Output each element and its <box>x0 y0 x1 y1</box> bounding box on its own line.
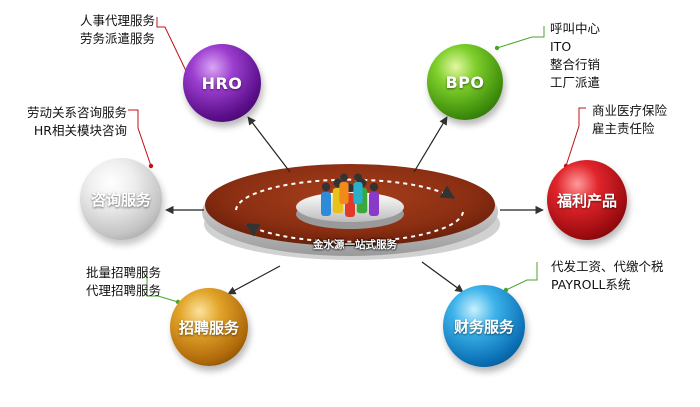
recruit-notes: 批量招聘服务 代理招聘服务 <box>86 264 161 300</box>
leader-hro <box>156 17 188 74</box>
recruit-note-item: 代理招聘服务 <box>85 283 161 298</box>
orbit-path-lower <box>244 211 464 243</box>
leader-bpo-dot <box>494 45 500 51</box>
leader-consult <box>128 109 152 167</box>
welfare-note-item: 商业医疗保险 <box>592 103 668 118</box>
consult-note-item: 劳动关系咨询服务 <box>26 105 127 120</box>
arrow-to-bpo <box>413 116 448 173</box>
bpo-label: BPO <box>445 72 485 92</box>
consult-note-item: HR相关模块咨询 <box>33 123 127 138</box>
finance-note-item: 代发工资、代缴个税 <box>551 259 664 274</box>
finance-notes: 代发工资、代缴个税 PAYROLL系统 <box>551 258 664 294</box>
hro-notes: 人事代理服务 劳务派遣服务 <box>80 12 155 48</box>
person-head <box>340 173 348 182</box>
person-body <box>321 192 331 216</box>
orbit-path <box>235 178 456 211</box>
bpo-note-item: 整合行销 <box>550 57 601 72</box>
hro-label: HRO <box>201 73 243 93</box>
hro-node[interactable]: HRO <box>183 44 261 122</box>
leader-consult-dot <box>148 163 154 169</box>
welfare-note-item: 雇主责任险 <box>592 121 655 136</box>
arrow-to-recruit <box>227 265 281 295</box>
consult-label: 咨询服务 <box>90 190 151 209</box>
finance-node[interactable]: 财务服务 <box>443 285 525 367</box>
arrow-to-hro <box>247 116 291 173</box>
bpo-notes: 呼叫中心 ITO 整合行销 工厂派遣 <box>550 20 600 92</box>
hro-note-item: 劳务派遣服务 <box>79 31 155 46</box>
bpo-note-item: 工厂派遣 <box>550 75 601 90</box>
arrow-to-finance <box>421 261 464 293</box>
consult-notes: 劳动关系咨询服务 HR相关模块咨询 <box>27 104 127 140</box>
finance-note-item: PAYROLL系统 <box>551 277 631 292</box>
person-head <box>369 182 379 192</box>
bpo-note-item: 呼叫中心 <box>550 21 601 36</box>
person-body <box>339 182 349 205</box>
leader-bpo <box>496 26 545 49</box>
bpo-note-item: ITO <box>550 39 572 54</box>
finance-label: 财务服务 <box>453 317 514 336</box>
person-head <box>354 173 362 182</box>
hub-caption: 金水源一站式服务 <box>313 239 397 251</box>
hro-note-item: 人事代理服务 <box>79 13 155 28</box>
recruit-label: 招聘服务 <box>178 318 239 337</box>
people-group-icon <box>321 173 379 217</box>
leader-recruit <box>146 268 179 303</box>
person-body <box>369 192 379 216</box>
welfare-node[interactable]: 福利产品 <box>547 160 627 240</box>
welfare-label: 福利产品 <box>556 191 617 210</box>
leader-welfare <box>565 107 586 167</box>
person-body <box>353 182 363 205</box>
bpo-node[interactable]: BPO <box>427 44 503 120</box>
person-head <box>321 182 331 192</box>
consult-node[interactable]: 咨询服务 <box>80 158 162 240</box>
welfare-notes: 商业医疗保险 雇主责任险 <box>592 102 667 138</box>
recruit-node[interactable]: 招聘服务 <box>170 288 248 366</box>
leader-finance <box>505 262 538 291</box>
recruit-note-item: 批量招聘服务 <box>85 265 161 280</box>
